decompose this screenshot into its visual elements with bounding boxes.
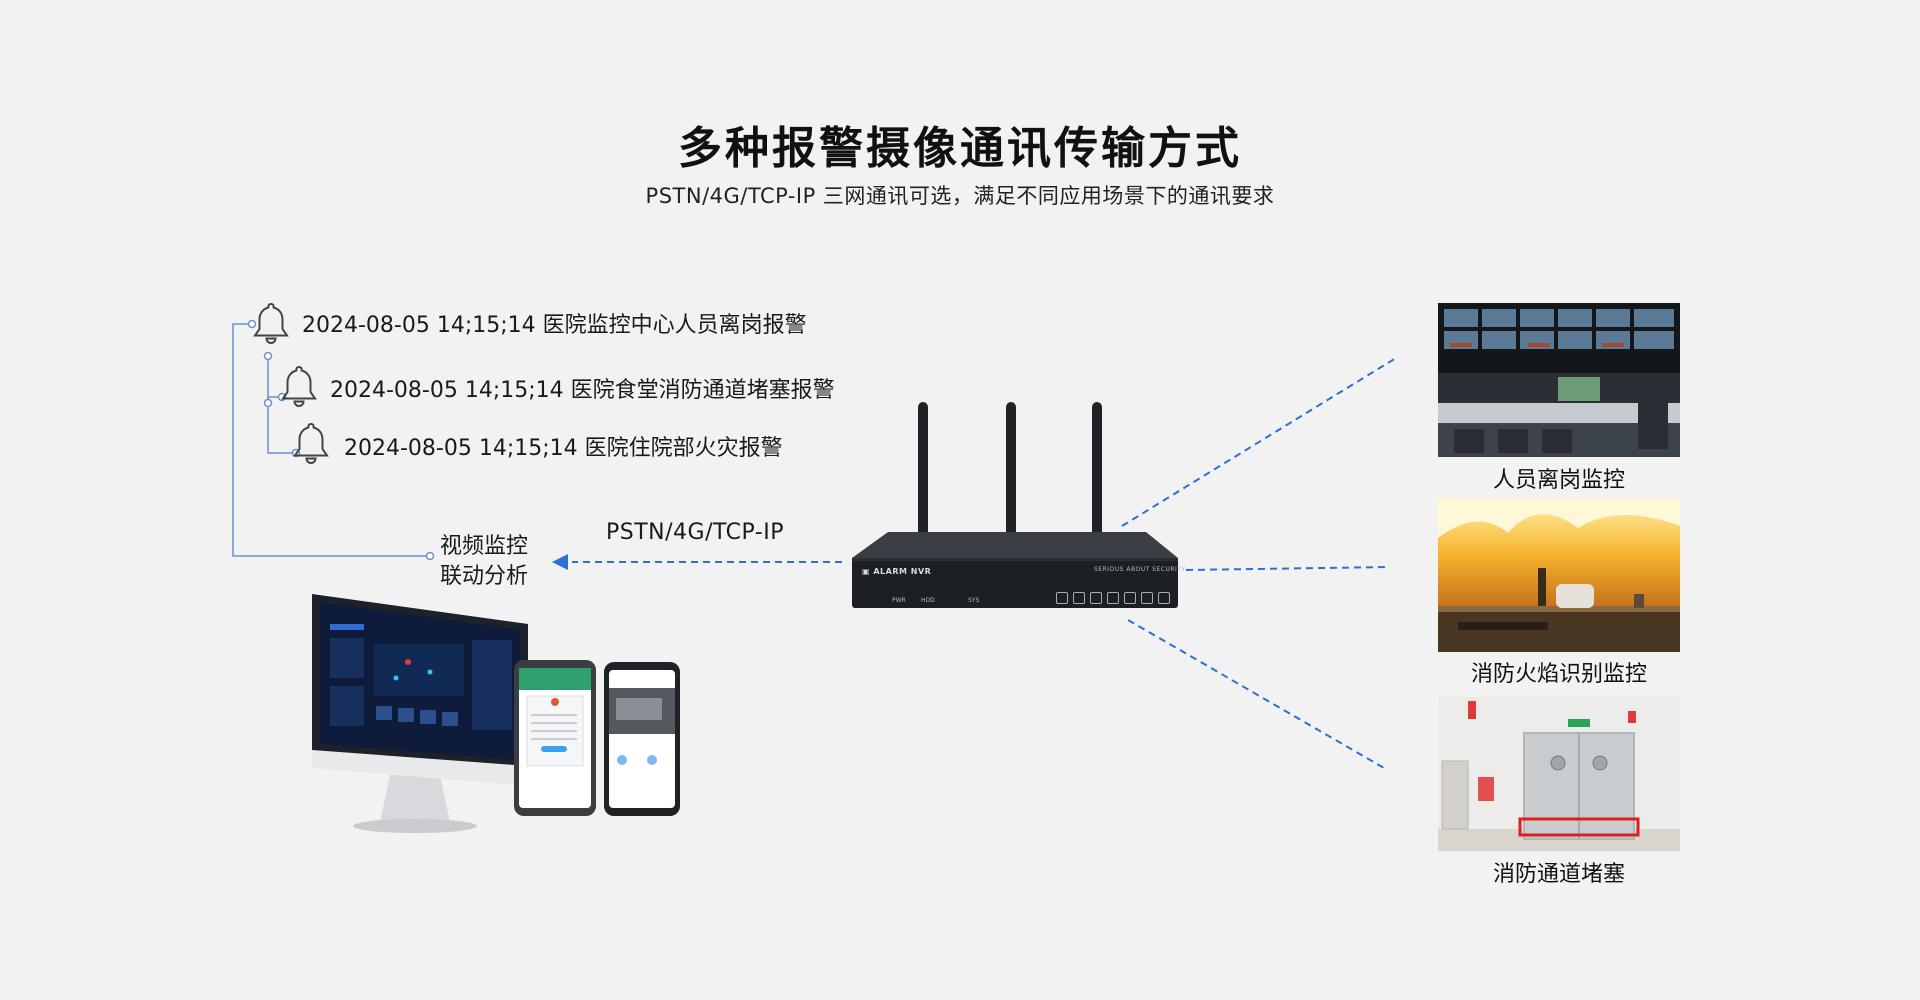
- page-subtitle: PSTN/4G/TCP-IP 三网通讯可选，满足不同应用场景下的通讯要求: [645, 184, 1275, 208]
- alarm-nvr-device: [852, 402, 1178, 608]
- protocol-label: PSTN/4G/TCP-IP: [606, 520, 784, 545]
- alarm-message: 医院监控中心人员离岗报警: [542, 313, 807, 338]
- antenna-middle: [1006, 402, 1016, 538]
- device-button[interactable]: [1141, 592, 1153, 604]
- alarm-time: 2024-08-05 14;15;14: [330, 378, 564, 403]
- scene-label-1: 人员离岗监控: [1492, 468, 1625, 493]
- device-button[interactable]: [1090, 592, 1102, 604]
- scene-label-3: 消防通道堵塞: [1492, 862, 1625, 887]
- device-slogan: SERIOUS ABOUT SECURITY: [1094, 566, 1186, 573]
- alarm-item-2: 2024-08-05 14;15;14 医院食堂消防通道堵塞报警: [330, 372, 835, 404]
- device-button[interactable]: [1056, 592, 1068, 604]
- bell-icon: [250, 300, 292, 346]
- alarm-message: 医院食堂消防通道堵塞报警: [570, 378, 835, 403]
- device-button[interactable]: [1073, 592, 1085, 604]
- alarm-item-3: 2024-08-05 14;15;14 医院住院部火灾报警: [344, 430, 783, 462]
- bell-icon: [278, 363, 320, 409]
- linkage-line-1: 视频监控: [440, 534, 529, 559]
- indicator-sys: SYS: [968, 597, 980, 604]
- indicator-pwr: PWR: [892, 597, 906, 604]
- alarm-time: 2024-08-05 14;15;14: [302, 313, 536, 338]
- device-brand: ▣ ALARM NVR: [862, 567, 932, 576]
- alarm-item-1: 2024-08-05 14;15;14 医院监控中心人员离岗报警: [302, 307, 807, 339]
- device-button[interactable]: [1124, 592, 1136, 604]
- page-title: 多种报警摄像通讯传输方式: [678, 123, 1242, 174]
- brand-logo-icon: ▣: [862, 567, 871, 576]
- scene-image-monitoring-room: [1438, 303, 1680, 457]
- bell-icon: [290, 420, 332, 466]
- scene-image-fire-exit: [1438, 697, 1680, 851]
- alarm-message: 医院住院部火灾报警: [584, 436, 783, 461]
- device-button[interactable]: [1158, 592, 1170, 604]
- linkage-label: 视频监控 联动分析: [440, 532, 528, 592]
- alarm-time: 2024-08-05 14;15;14: [344, 436, 578, 461]
- monitor-and-phones-illustration: [312, 594, 680, 833]
- antenna-right: [1092, 402, 1102, 538]
- device-button[interactable]: [1107, 592, 1119, 604]
- scene-label-2: 消防火焰识别监控: [1470, 662, 1647, 687]
- antenna-left: [918, 402, 928, 538]
- indicator-hdd: HDD: [921, 597, 935, 604]
- linkage-line-2: 联动分析: [440, 564, 529, 589]
- scene-image-kitchen-fire: [1438, 498, 1680, 652]
- device-button-row: [1056, 592, 1170, 604]
